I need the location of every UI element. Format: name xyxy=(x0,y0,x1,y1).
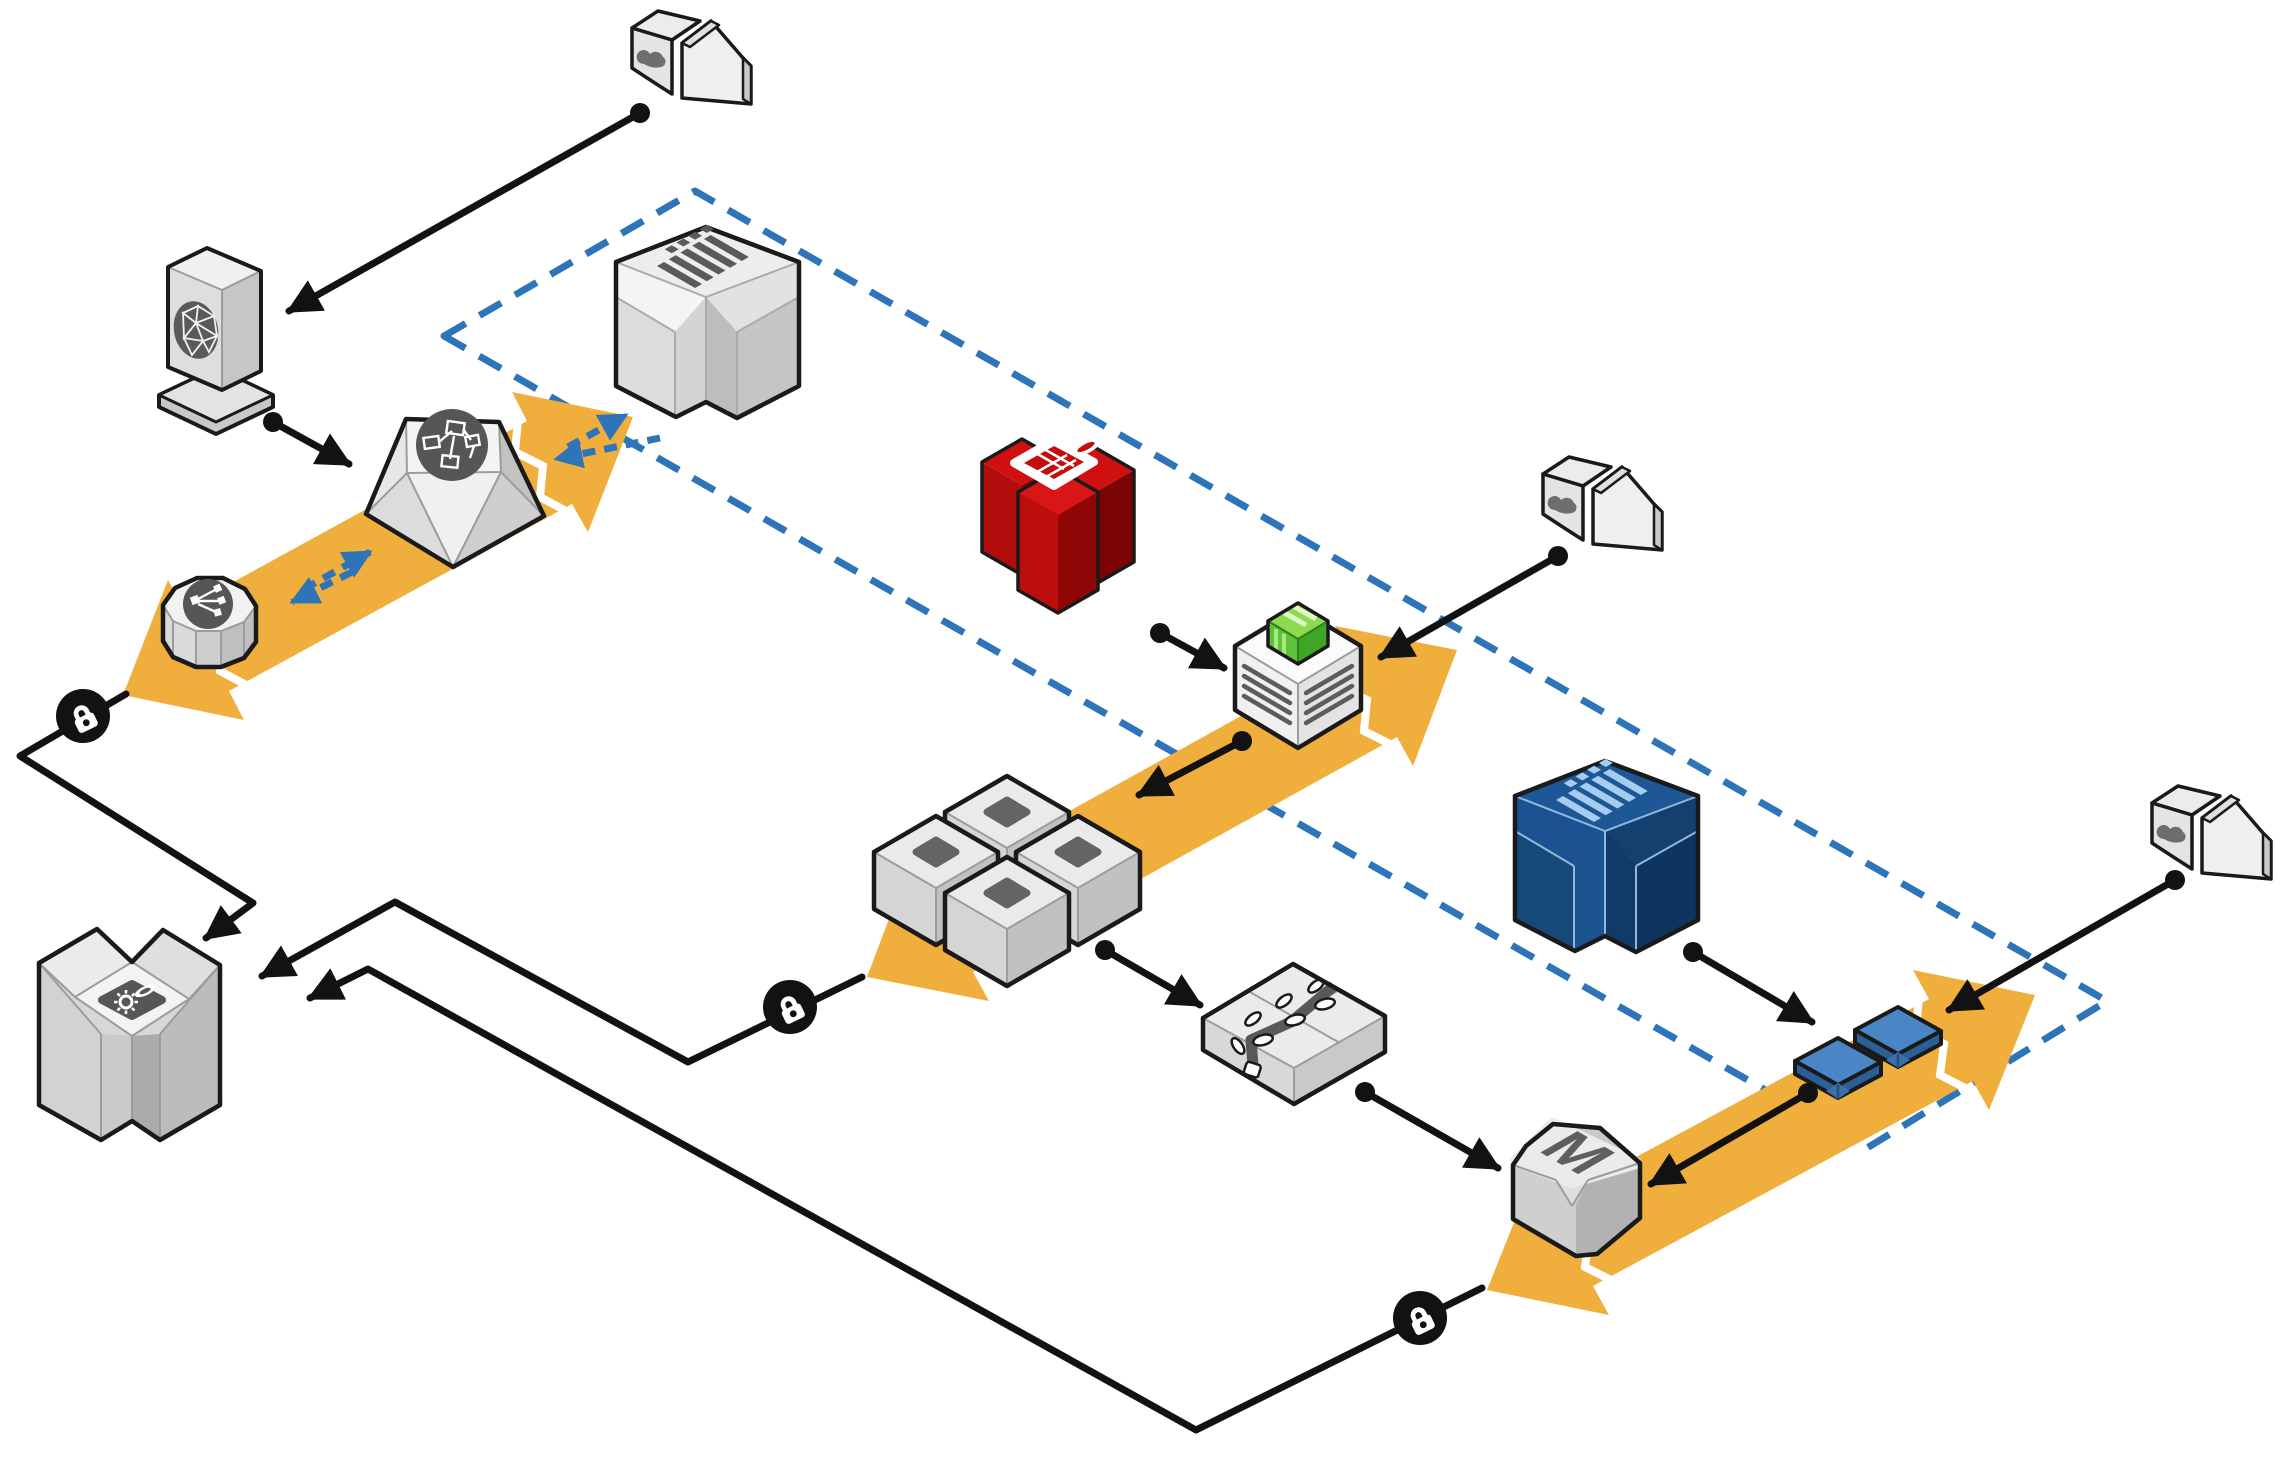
connector-cloud-to-flow-right xyxy=(1945,876,2179,1014)
locked-line-left xyxy=(16,690,257,942)
edge-gateway-server xyxy=(157,246,275,436)
cloud-gateway-top xyxy=(630,9,753,106)
gear-icon xyxy=(98,980,166,1020)
connector-cubes-to-package xyxy=(1101,946,1204,1009)
server-rack-main xyxy=(616,225,799,418)
distribution-pyramid xyxy=(363,409,547,570)
connector-appserver-to-cubes xyxy=(1135,737,1246,799)
red-prism-front xyxy=(1016,467,1100,615)
locked-line-middle xyxy=(258,898,866,1066)
connector-package-to-mcube xyxy=(1361,1088,1502,1172)
database-cluster-red xyxy=(980,436,1136,615)
cloud-gateway-right xyxy=(1541,455,1664,552)
dashed-arrow-down-icon xyxy=(553,434,661,469)
connector-navyrack-to-storage xyxy=(1689,948,1816,1026)
green-instance-box xyxy=(1266,601,1330,666)
management-openbox xyxy=(36,926,223,1143)
connector-storage-to-mcube xyxy=(1647,1089,1812,1188)
network-topology-icon xyxy=(416,409,488,481)
vent-lines xyxy=(1241,663,1355,726)
connector-gateway-to-pyramid xyxy=(269,418,353,468)
connectors xyxy=(16,103,2185,1434)
lock-icon xyxy=(56,689,110,743)
table-grid-icon xyxy=(1010,436,1101,490)
branch-fanout-icon xyxy=(183,579,233,629)
replication-dashed-arrows xyxy=(289,411,661,606)
service-hub-nut xyxy=(160,575,259,670)
flow-arrow-left xyxy=(123,392,633,720)
dashed-arrow-down-icon xyxy=(289,568,354,606)
server-rack-navy xyxy=(1515,759,1698,952)
connector-cloud-to-flow-middle xyxy=(1377,552,1562,661)
lock-icon xyxy=(763,980,817,1034)
vine-leaves-icon xyxy=(1230,978,1338,1079)
connector-db-to-appserver xyxy=(1156,629,1228,672)
cloud-gateway-far-right xyxy=(2150,784,2273,881)
globe-mesh-icon xyxy=(173,301,219,359)
locked-line-right xyxy=(306,965,1486,1434)
beanstalk-package xyxy=(1200,961,1388,1107)
application-server-green xyxy=(1232,601,1364,751)
connector-cloud-to-gateway xyxy=(285,109,644,315)
lock-icon xyxy=(1393,1291,1447,1345)
m-server-cube: M xyxy=(1510,1118,1643,1259)
